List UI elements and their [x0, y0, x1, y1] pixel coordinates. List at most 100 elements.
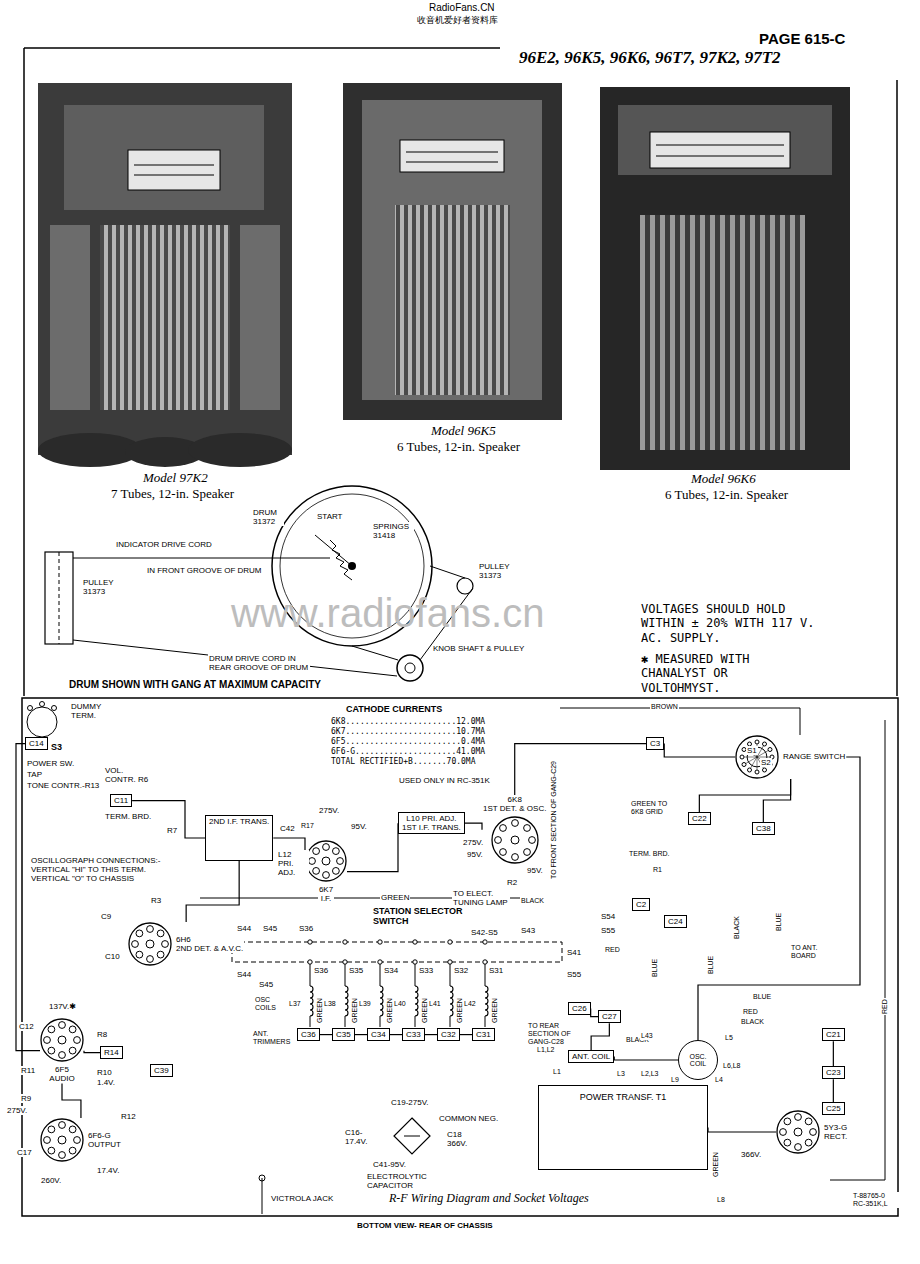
socket-pin: [44, 1137, 51, 1144]
annotation-label: DRUM 31372: [252, 508, 284, 526]
annotation-label: S43: [520, 926, 536, 935]
wire-line: [352, 646, 398, 660]
annotation-label: BLACK: [520, 897, 545, 905]
node-text: 6K7: [319, 885, 333, 894]
node-text: C2: [636, 900, 646, 909]
socket-pin: [48, 1126, 55, 1133]
wire-path: [262, 1178, 263, 1214]
component-box: C21: [822, 1028, 845, 1041]
annotation-label: BLUE: [752, 993, 772, 1001]
annotation-label: BLUE: [775, 912, 783, 932]
wire-connector: [425, 1034, 437, 1035]
socket-pin: [523, 849, 530, 856]
node-text: 2ND I.F. TRANS.: [209, 817, 269, 826]
socket-pin: [499, 849, 506, 856]
socket-pin: [323, 872, 330, 879]
component-box: R14: [100, 1046, 123, 1059]
wire-line: [23, 48, 25, 696]
component-box: C22: [688, 812, 711, 825]
annotation-label: BLUE: [707, 955, 715, 975]
wire-line: [73, 640, 397, 676]
socket-outline: [41, 1119, 83, 1161]
annotation-label: Model 96K5: [430, 424, 497, 439]
wire-line: [345, 1016, 346, 1027]
annotation-label: L9: [670, 1076, 680, 1084]
socket-pin: [59, 1022, 66, 1029]
annotation-label: S42-S5: [470, 928, 499, 937]
node-text: OSC. COIL: [682, 1053, 714, 1068]
node-text: C26: [572, 1004, 587, 1013]
annotation-label: L41: [428, 1000, 442, 1008]
coil-group: [308, 940, 488, 1027]
wire-connector: [465, 823, 482, 830]
node-text: 2ND DET. & A.V.C.: [176, 944, 243, 953]
wire-connector: [515, 744, 646, 795]
annotation-label: L12 PRI. ADJ.: [277, 850, 309, 878]
annotation-label: L1,L2: [536, 1046, 556, 1054]
annotation-label: 6K8.......................12.0MA: [330, 717, 486, 727]
annotation-label: BROWN: [650, 703, 679, 711]
switch-contact: [378, 960, 382, 964]
socket-pin: [313, 848, 320, 855]
node-text: C38: [756, 824, 771, 833]
annotation-label: 95V.: [466, 850, 484, 859]
wire-line: [656, 145, 784, 146]
outline-rect: [50, 225, 90, 410]
node-text: C11: [114, 796, 128, 805]
outline-rect: [650, 132, 790, 168]
annotation-label: TAP: [26, 770, 43, 779]
wire-line: [415, 1016, 416, 1027]
component-box: C24: [664, 915, 687, 928]
wire-connector: [320, 1034, 332, 1035]
socket-key: [58, 1036, 66, 1044]
circle-symbol: [348, 562, 356, 570]
cabinet-foot: [188, 433, 292, 467]
node-text: C3: [650, 739, 660, 748]
annotation-label: L37: [288, 1000, 302, 1008]
annotation-label: 6F5........................0.4MA: [330, 737, 486, 747]
node-caption: 5Y3-GRECT.: [823, 1123, 848, 1141]
switch-contact: [742, 763, 746, 767]
socket-outline: [306, 841, 346, 881]
annotation-label: VICTROLA JACK: [270, 1194, 334, 1203]
annotation-label: 6 Tubes, 12-in. Speaker: [396, 440, 521, 455]
component-box: C11: [110, 794, 132, 807]
switch-contact: [483, 940, 487, 944]
tube-socket: 6F6-GOUTPUT: [40, 1118, 122, 1162]
tube-socket: 6F5AUDIO: [40, 1018, 84, 1083]
wire-path: [560, 708, 800, 735]
wire-connector: [62, 1083, 81, 1118]
wire-line: [380, 1016, 381, 1027]
annotation-label: S54: [600, 912, 616, 921]
annotation-label: C18 366V.: [446, 1130, 478, 1148]
outline-rect: [100, 225, 230, 410]
component-box: L10 PRI. ADJ.1ST I.F. TRANS.: [398, 812, 465, 834]
outline-rect: [640, 215, 805, 450]
switch-contact: [343, 960, 347, 964]
annotation-label: BOTTOM VIEW- REAR OF CHASSIS: [356, 1221, 494, 1230]
coil-label: OSC. COIL: [682, 1053, 714, 1068]
node-text: OUTPUT: [88, 1140, 121, 1149]
coil-symbol: [345, 986, 348, 1016]
component-box: C34: [367, 1028, 390, 1041]
annotation-label: Model 96K6: [690, 472, 757, 487]
annotation-label: TOTAL RECTIFIED+B.......70.0MA: [330, 757, 477, 767]
annotation-label: PULLEY 31373: [82, 578, 120, 596]
annotation-label: USED ONLY IN RC-351K: [398, 776, 491, 785]
wire-line: [134, 175, 214, 176]
switch-symbol: [735, 735, 779, 779]
annotation-label: S41: [566, 948, 582, 957]
circle-symbol: [40, 702, 45, 707]
node-text: C24: [668, 917, 683, 926]
annotation-label: BLACK: [733, 915, 741, 940]
wire-line: [310, 1016, 311, 1027]
wire-connector: [591, 1023, 609, 1050]
annotation-label: CATHODE CURRENTS: [345, 704, 443, 714]
socket-pin: [48, 1026, 55, 1033]
socket-pin: [323, 844, 330, 851]
coil-symbol: [485, 986, 488, 1016]
wire-connector: [763, 779, 790, 822]
component-box: 2ND I.F. TRANS.: [205, 815, 273, 861]
socket-pin: [332, 848, 339, 855]
component-box: C38: [752, 822, 775, 835]
